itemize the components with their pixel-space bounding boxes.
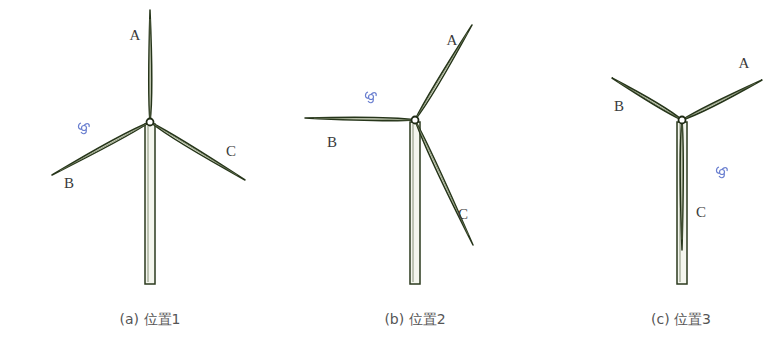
blade-midline bbox=[314, 118, 415, 120]
blade-label: C bbox=[696, 205, 706, 220]
blade bbox=[682, 80, 762, 120]
blade bbox=[415, 120, 473, 245]
blade-label: B bbox=[64, 176, 74, 191]
blade-label: A bbox=[739, 56, 750, 71]
blade-midline bbox=[682, 120, 683, 240]
blade bbox=[149, 10, 152, 122]
blade-midline bbox=[682, 83, 756, 120]
blade bbox=[52, 10, 762, 250]
blade-label: B bbox=[327, 135, 337, 150]
blade-midline bbox=[150, 122, 237, 175]
blade-midline bbox=[60, 122, 150, 171]
blade-midline bbox=[415, 33, 467, 120]
blade bbox=[680, 120, 683, 250]
blade-midline bbox=[415, 120, 468, 235]
blade bbox=[52, 122, 150, 175]
blade-label: C bbox=[226, 144, 236, 159]
subfigure-caption: (a) 位置1 bbox=[120, 312, 181, 326]
blade-label: A bbox=[447, 33, 458, 48]
subfigure-caption: (b) 位置2 bbox=[384, 312, 445, 326]
blade-midline bbox=[150, 19, 151, 122]
subfigure-caption: (c) 位置3 bbox=[651, 312, 711, 326]
blade bbox=[415, 25, 472, 120]
blade-label: B bbox=[614, 99, 624, 114]
blade bbox=[612, 78, 682, 120]
blade bbox=[150, 122, 245, 180]
blade-label: A bbox=[130, 28, 141, 43]
ice-symbol bbox=[78, 92, 727, 178]
hub bbox=[147, 117, 686, 126]
blade-midline bbox=[618, 81, 682, 120]
blade-label: C bbox=[458, 207, 468, 222]
blade bbox=[305, 117, 415, 120]
tower bbox=[145, 122, 687, 284]
